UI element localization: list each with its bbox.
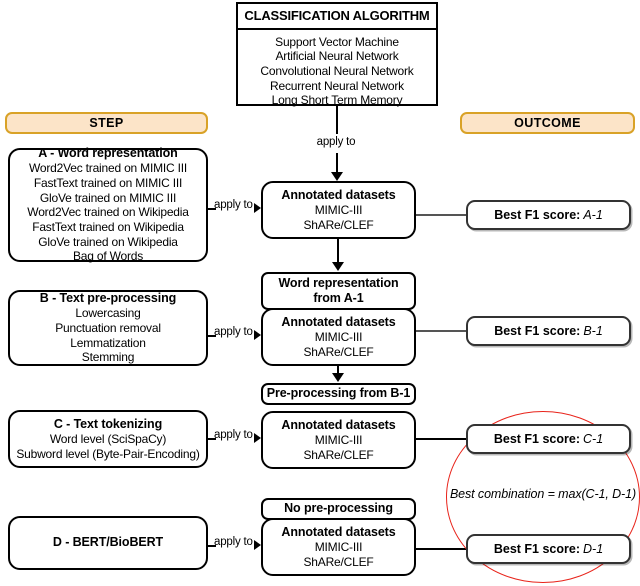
connector-d-line-left bbox=[208, 545, 216, 547]
connector-label-apply-to-c: apply to bbox=[214, 429, 253, 441]
outcome-a-value: A-1 bbox=[583, 208, 603, 222]
step-b-title: B - Text pre-processing bbox=[39, 291, 177, 306]
annotated-datasets-title: Annotated datasets bbox=[281, 187, 396, 202]
step-a-item: GloVe trained on Wikipedia bbox=[38, 234, 178, 249]
classification-item: Convolutional Neural Network bbox=[260, 64, 414, 79]
no-preprocessing-label: No pre-processing bbox=[284, 501, 393, 516]
step-d-box: D - BERT/BioBERT bbox=[8, 516, 208, 570]
connector-a-arrow bbox=[254, 203, 261, 213]
classification-item: Recurrent Neural Network bbox=[270, 78, 404, 93]
annotated-datasets-box-d: Annotated datasets MIMIC-III ShARe/CLEF bbox=[261, 518, 416, 576]
step-column-header: STEP bbox=[5, 112, 208, 134]
step-a-item: GloVe trained on MIMIC III bbox=[39, 190, 177, 205]
word-representation-a1-line1: Word representation bbox=[278, 275, 399, 290]
no-preprocessing-box: No pre-processing bbox=[261, 498, 416, 520]
connector-label-apply-to-d: apply to bbox=[214, 536, 253, 548]
outcome-b-value: B-1 bbox=[583, 324, 603, 338]
connector-a-line-left bbox=[208, 208, 216, 210]
best-combination-label: Best combination = max(C-1, D-1) bbox=[449, 487, 637, 501]
connector-b-arrow bbox=[254, 330, 261, 340]
connector-label-apply-to-a: apply to bbox=[214, 199, 253, 211]
classification-item: Artificial Neural Network bbox=[275, 49, 399, 64]
connector-d-arrow bbox=[254, 540, 261, 550]
outcome-box-b: Best F1 score:B-1 bbox=[466, 316, 631, 346]
step-c-title: C - Text tokenizing bbox=[53, 416, 163, 431]
connector-outcome-b-line bbox=[416, 330, 468, 332]
connector-main-arrow bbox=[331, 172, 343, 181]
step-a-item: Word2Vec trained on MIMIC III bbox=[28, 161, 188, 176]
connector-label-apply-to-main: apply to bbox=[316, 136, 356, 148]
connector-dsb-arrow bbox=[332, 373, 344, 382]
preprocessing-b1-box: Pre-processing from B-1 bbox=[261, 383, 416, 405]
connector-outcome-d-line bbox=[416, 548, 468, 550]
annotated-datasets-item: ShARe/CLEF bbox=[303, 344, 374, 359]
connector-label-apply-to-b: apply to bbox=[214, 326, 253, 338]
outcome-c-label: Best F1 score: bbox=[493, 432, 580, 446]
classification-algorithm-list: Support Vector Machine Artificial Neural… bbox=[256, 30, 417, 111]
classification-item: Support Vector Machine bbox=[275, 34, 399, 49]
classification-algorithm-box: CLASSIFICATION ALGORITHM Support Vector … bbox=[236, 2, 438, 107]
outcome-a-label: Best F1 score: bbox=[494, 208, 581, 222]
annotated-datasets-title: Annotated datasets bbox=[281, 417, 396, 432]
preprocessing-b1-label: Pre-processing from B-1 bbox=[266, 386, 411, 401]
annotated-datasets-item: ShARe/CLEF bbox=[303, 217, 374, 232]
annotated-datasets-title: Annotated datasets bbox=[281, 524, 396, 539]
step-c-box: C - Text tokenizing Word level (SciSpaCy… bbox=[8, 410, 208, 468]
connector-dsb-vline bbox=[337, 366, 339, 374]
connector-c-line-left bbox=[208, 438, 216, 440]
outcome-column-header: OUTCOME bbox=[460, 112, 635, 134]
step-b-item: Lemmatization bbox=[70, 335, 146, 350]
annotated-datasets-title: Annotated datasets bbox=[281, 314, 396, 329]
connector-outcome-a-line bbox=[416, 214, 468, 216]
annotated-datasets-box-c: Annotated datasets MIMIC-III ShARe/CLEF bbox=[261, 411, 416, 469]
step-b-item: Stemming bbox=[81, 350, 135, 365]
outcome-box-c: Best F1 score:C-1 bbox=[466, 424, 631, 454]
classification-item: Long Short Term Memory bbox=[271, 93, 403, 108]
annotated-datasets-box-a: Annotated datasets MIMIC-III ShARe/CLEF bbox=[261, 181, 416, 239]
step-a-title: A - Word representation bbox=[38, 146, 178, 161]
connector-main-vline-top bbox=[336, 106, 338, 134]
annotated-datasets-box-b: Annotated datasets MIMIC-III ShARe/CLEF bbox=[261, 308, 416, 366]
word-representation-a1-box: Word representation from A-1 bbox=[261, 272, 416, 310]
connector-c-arrow bbox=[254, 433, 261, 443]
outcome-d-value: D-1 bbox=[583, 542, 604, 556]
step-c-item: Word level (SciSpaCy) bbox=[49, 432, 167, 446]
step-b-item: Punctuation removal bbox=[55, 321, 161, 335]
connector-main-vline-bottom bbox=[336, 153, 338, 173]
step-a-item: FastText trained on MIMIC III bbox=[33, 176, 183, 191]
annotated-datasets-item: ShARe/CLEF bbox=[303, 554, 374, 569]
step-b-item: Lowercasing bbox=[75, 306, 141, 321]
outcome-b-label: Best F1 score: bbox=[494, 324, 581, 338]
annotated-datasets-item: ShARe/CLEF bbox=[303, 447, 374, 462]
connector-dsa-vline bbox=[337, 239, 339, 263]
word-representation-a1-line2: from A-1 bbox=[313, 291, 364, 305]
step-a-item: Word2Vec trained on Wikipedia bbox=[27, 205, 189, 220]
outcome-box-a: Best F1 score:A-1 bbox=[466, 200, 631, 230]
step-a-item: FastText trained on Wikipedia bbox=[32, 219, 184, 234]
annotated-datasets-item: MIMIC-III bbox=[314, 540, 363, 554]
step-b-box: B - Text pre-processing Lowercasing Punc… bbox=[8, 290, 208, 366]
annotated-datasets-item: MIMIC-III bbox=[314, 203, 363, 217]
step-d-title: D - BERT/BioBERT bbox=[52, 535, 164, 550]
step-a-item: Bag of Words bbox=[72, 249, 144, 264]
annotated-datasets-item: MIMIC-III bbox=[314, 433, 363, 447]
outcome-d-label: Best F1 score: bbox=[493, 542, 580, 556]
connector-dsa-arrow bbox=[332, 262, 344, 271]
outcome-box-d: Best F1 score:D-1 bbox=[466, 534, 631, 564]
connector-b-line-left bbox=[208, 335, 216, 337]
annotated-datasets-item: MIMIC-III bbox=[314, 330, 363, 344]
connector-outcome-c-line bbox=[416, 438, 468, 440]
classification-algorithm-header: CLASSIFICATION ALGORITHM bbox=[238, 4, 436, 30]
step-a-box: A - Word representation Word2Vec trained… bbox=[8, 146, 208, 264]
step-c-item: Subword level (Byte-Pair-Encoding) bbox=[16, 446, 200, 461]
outcome-c-value: C-1 bbox=[583, 432, 604, 446]
